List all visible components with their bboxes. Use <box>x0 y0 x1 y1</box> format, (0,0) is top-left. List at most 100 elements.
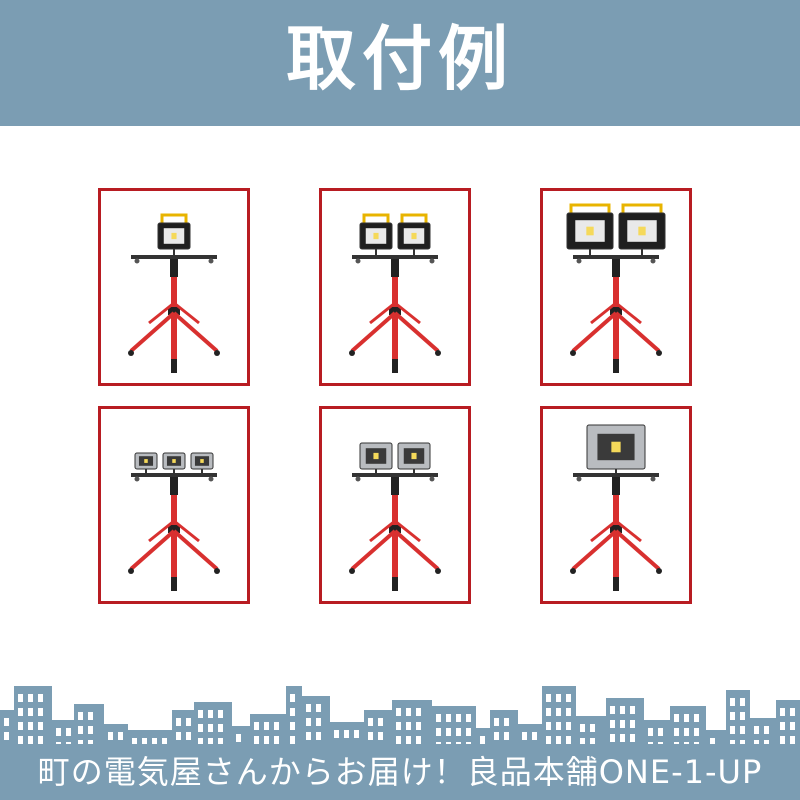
tripod-leg <box>571 529 618 571</box>
building-window <box>754 726 759 734</box>
building-window <box>466 728 471 736</box>
building-window <box>504 732 509 740</box>
led-chip <box>144 459 148 463</box>
building-window <box>610 720 615 728</box>
example-card-4 <box>98 406 250 604</box>
mast-foot <box>613 359 619 373</box>
building-window <box>416 722 421 730</box>
skyline-graphic <box>0 686 800 800</box>
yellow-handle <box>362 213 390 227</box>
building-window <box>274 722 279 730</box>
building-window <box>28 736 33 744</box>
building-window <box>198 738 203 746</box>
building-window <box>416 708 421 716</box>
building-window <box>456 714 461 722</box>
tripod-leg <box>614 311 661 353</box>
led-chip <box>611 441 621 453</box>
building-window <box>546 722 551 730</box>
building-window <box>18 694 23 702</box>
building-window <box>208 724 213 732</box>
led-chip <box>171 232 177 240</box>
mast-pole <box>171 277 177 373</box>
building-window <box>236 734 241 742</box>
leg-brace <box>369 519 396 543</box>
building-window <box>4 732 9 740</box>
building-window <box>566 708 571 716</box>
example-card-3 <box>540 188 692 386</box>
building-window <box>198 710 203 718</box>
leg-foot <box>214 350 220 356</box>
leg-brace <box>369 301 396 325</box>
building-window <box>590 724 595 732</box>
building-window <box>290 736 295 744</box>
building-window <box>354 730 359 738</box>
leg-foot <box>435 568 441 574</box>
building-window <box>436 728 441 736</box>
tripod-leg <box>172 311 219 353</box>
leg-foot <box>349 350 355 356</box>
led-chip <box>373 232 379 240</box>
led-chip <box>411 452 417 460</box>
building-window <box>176 732 181 740</box>
building-window <box>406 708 411 716</box>
footer-skyline <box>0 640 800 800</box>
mast-clamp <box>612 477 620 495</box>
mast-clamp <box>170 259 178 277</box>
building-window <box>18 736 23 744</box>
tripod-leg <box>393 529 440 571</box>
building-window <box>108 732 113 740</box>
example-card-1 <box>98 188 250 386</box>
building-window <box>406 736 411 744</box>
building-window <box>494 718 499 726</box>
building-window <box>790 708 795 716</box>
leg-brace <box>173 301 200 325</box>
bar-knob <box>650 258 656 264</box>
building-window <box>38 736 43 744</box>
building-window <box>142 738 147 746</box>
mast-pole <box>171 495 177 591</box>
bar-knob <box>134 258 140 264</box>
leg-foot <box>128 568 134 574</box>
leg-hub <box>389 307 401 315</box>
leg-hub <box>168 525 180 533</box>
building-window <box>710 738 715 746</box>
building-window <box>740 712 745 720</box>
tripod-leg <box>571 311 618 353</box>
mount-bar <box>573 255 659 259</box>
building-window <box>28 694 33 702</box>
mast-clamp <box>612 259 620 277</box>
building-window <box>620 706 625 714</box>
building-window <box>66 728 71 736</box>
building-window <box>198 724 203 732</box>
skyline-base <box>0 744 800 800</box>
mount-bar <box>573 473 659 477</box>
building-window <box>590 738 595 746</box>
yellow-handle <box>621 203 663 217</box>
light-stand-illustration <box>349 213 441 373</box>
building-window <box>218 738 223 746</box>
building-window <box>556 694 561 702</box>
example-card-6 <box>540 406 692 604</box>
building-window <box>396 722 401 730</box>
building-window <box>306 718 311 726</box>
tripod-leg <box>393 311 440 353</box>
building-window <box>396 736 401 744</box>
building-window <box>780 736 785 744</box>
building-window <box>56 728 61 736</box>
building-window <box>38 708 43 716</box>
building-window <box>566 722 571 730</box>
building-window <box>176 718 181 726</box>
bar-knob <box>429 258 435 264</box>
tripod-leg <box>350 311 397 353</box>
building-window <box>480 736 485 744</box>
bar-knob <box>208 258 214 264</box>
building-window <box>290 708 295 716</box>
building-window <box>78 726 83 734</box>
building-window <box>546 708 551 716</box>
building-window <box>684 714 689 722</box>
bar-knob <box>134 476 140 482</box>
building-window <box>416 736 421 744</box>
mast-clamp <box>391 259 399 277</box>
leg-brace <box>148 301 175 325</box>
building-window <box>254 736 259 744</box>
